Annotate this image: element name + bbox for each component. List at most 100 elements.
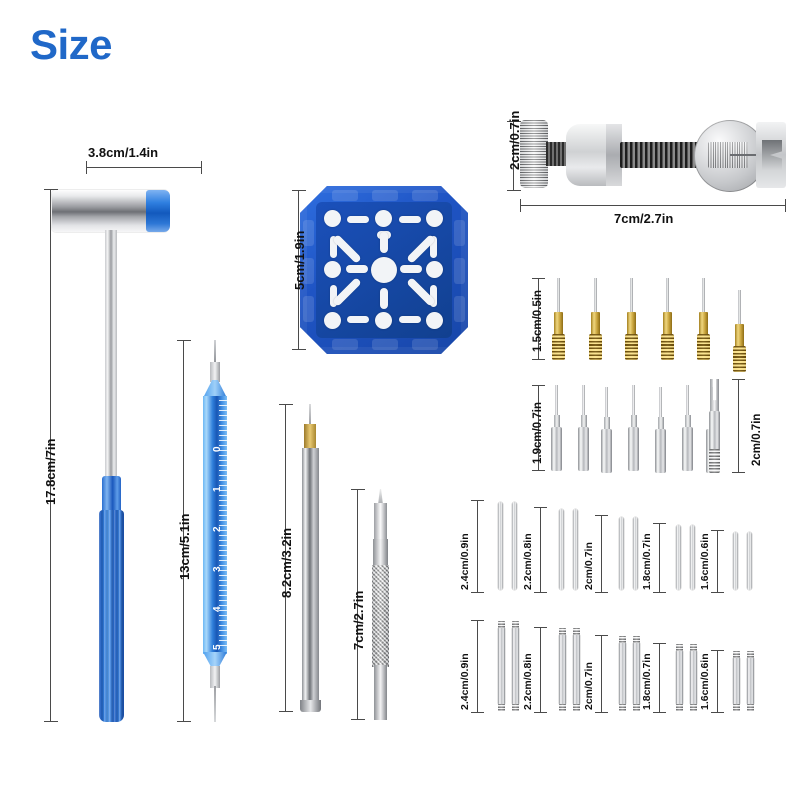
awl-tick-top (351, 489, 365, 490)
holder-edge-facet (372, 190, 398, 201)
spring-bar-thick-tip (733, 704, 740, 711)
awl-knurled-grip (372, 565, 389, 667)
spring-bar-thin (747, 532, 752, 590)
holder-slot (399, 216, 421, 223)
link-remover-width-rule (520, 205, 786, 206)
spring-bar-thick-tip (619, 704, 626, 711)
spring-bar-thick-tip (619, 636, 626, 643)
ruler-mark-4: 4 (212, 606, 223, 612)
spring-bar-thin-rule (540, 507, 541, 592)
steel-pin-tick-top (532, 385, 545, 386)
holder-hole (324, 210, 341, 227)
spring-bar-thick-label: 2cm/0.7in (583, 662, 595, 710)
spring-bar-thick-label: 1.6cm/0.6in (699, 653, 711, 710)
holder-tick-top (292, 190, 306, 191)
holder-edge-facet (454, 296, 465, 322)
brass-pin-thread (552, 334, 565, 360)
steel-pin-neck (657, 417, 664, 431)
spring-bar-thick (676, 650, 683, 705)
spring-bar-thick-rule (601, 635, 602, 712)
link-remover-tick-top (507, 121, 521, 122)
brass-pin-shank (627, 312, 636, 336)
holder-slot (346, 265, 368, 273)
brass-pin-thread (625, 334, 638, 360)
holder-edge-facet (412, 190, 438, 201)
steel-pin-body (551, 427, 562, 471)
holder-hole (324, 261, 341, 278)
brass-pin-tick-bottom (532, 359, 545, 360)
brass-pin-shaft (557, 278, 560, 314)
spring-bar-thin-tick-bottom (653, 592, 666, 593)
forked-pin-tip (710, 379, 719, 413)
brass-pin-shaft (702, 278, 705, 314)
spring-bar-thin (690, 525, 695, 590)
spring-bar-thick-tip (747, 704, 754, 711)
steel-pin-shaft (582, 385, 585, 421)
spring-bar-thin-label: 2.4cm/0.9in (459, 533, 471, 590)
awl-mid-shaft (373, 539, 388, 567)
spring-bar-tool-height-label: 13cm/5.1in (177, 513, 192, 581)
pin-punch-height-rule (285, 404, 286, 712)
steel-pin-body (628, 427, 639, 471)
spring-bar-thin-tick-top (711, 530, 724, 531)
spring-bar-thick-tip (633, 704, 640, 711)
holder-center-hole (371, 257, 397, 283)
awl-tip (378, 489, 383, 505)
holder-slot (399, 316, 421, 323)
holder-slot (330, 285, 337, 307)
pin-punch-tick-bottom (279, 711, 293, 712)
spring-bar-thick-rule (477, 620, 478, 712)
spring-bar-thick-tip (733, 651, 740, 658)
link-remover-width-tick-left (520, 199, 521, 212)
brass-pin-shank (735, 324, 744, 348)
spring-bar-thin-label: 1.8cm/0.7in (641, 533, 653, 590)
brass-pin-shank (699, 312, 708, 336)
brass-pin-thread (697, 334, 710, 360)
brass-pin-thread (733, 346, 746, 372)
link-remover-screw-neck (546, 142, 568, 166)
spring-bar-thin-tick-top (534, 507, 547, 508)
page-title: Size (30, 21, 113, 68)
spring-bar-thin-rule (659, 523, 660, 592)
awl-tick-bottom (351, 719, 365, 720)
link-remover-height-label: 2cm/0.7in (507, 110, 522, 170)
spring-bar-tool-scale (219, 400, 227, 648)
link-remover-plate (606, 124, 622, 186)
spring-bar-thin (512, 502, 517, 590)
spring-bar-thin (676, 525, 681, 590)
spring-bar-thick-label: 2.2cm/0.8in (522, 653, 534, 710)
spring-bar-thick-tick-top (471, 620, 484, 621)
link-remover-left-body (566, 124, 610, 186)
spring-bar-thick-tip (559, 704, 566, 711)
ruler-mark-3: 3 (212, 566, 223, 572)
brass-pin-shank (591, 312, 600, 336)
spring-bar-thin-label: 2.2cm/0.8in (522, 533, 534, 590)
spring-bar-thick-tick-bottom (534, 712, 547, 713)
holder-edge-facet (332, 190, 358, 201)
forked-pin-body (709, 411, 720, 451)
spring-bar-thick-label: 1.8cm/0.7in (641, 653, 653, 710)
hammer-height-tick-top (44, 189, 58, 190)
steel-pin-neck (580, 415, 587, 429)
spring-bar-thick-tick-bottom (711, 712, 724, 713)
holder-slot (430, 285, 437, 307)
spring-bar-thick (619, 642, 626, 705)
spring-bar-tool-height-rule (183, 340, 184, 722)
brass-pin-shank (554, 312, 563, 336)
spring-bar-thin (619, 517, 624, 590)
pin-punch-brass-collar (304, 424, 316, 450)
spring-bar-thick-tip (559, 628, 566, 635)
spring-bar-thin (633, 517, 638, 590)
spring-bar-thick-tick-top (711, 650, 724, 651)
spring-bar-tool-top-tip (214, 340, 216, 364)
spring-bar-thick (573, 634, 580, 705)
link-remover-threaded-screw (620, 142, 704, 168)
holder-edge-facet (332, 339, 358, 350)
holder-block-height-label: 5cm/1.9in (292, 230, 307, 290)
spring-bar-thick-rule (659, 643, 660, 712)
forked-pin-height-rule (738, 379, 739, 473)
hammer-width-rule (86, 167, 202, 168)
spring-bar-thick-tick-bottom (595, 712, 608, 713)
holder-edge-facet (303, 258, 314, 284)
link-remover-knob (520, 120, 548, 188)
